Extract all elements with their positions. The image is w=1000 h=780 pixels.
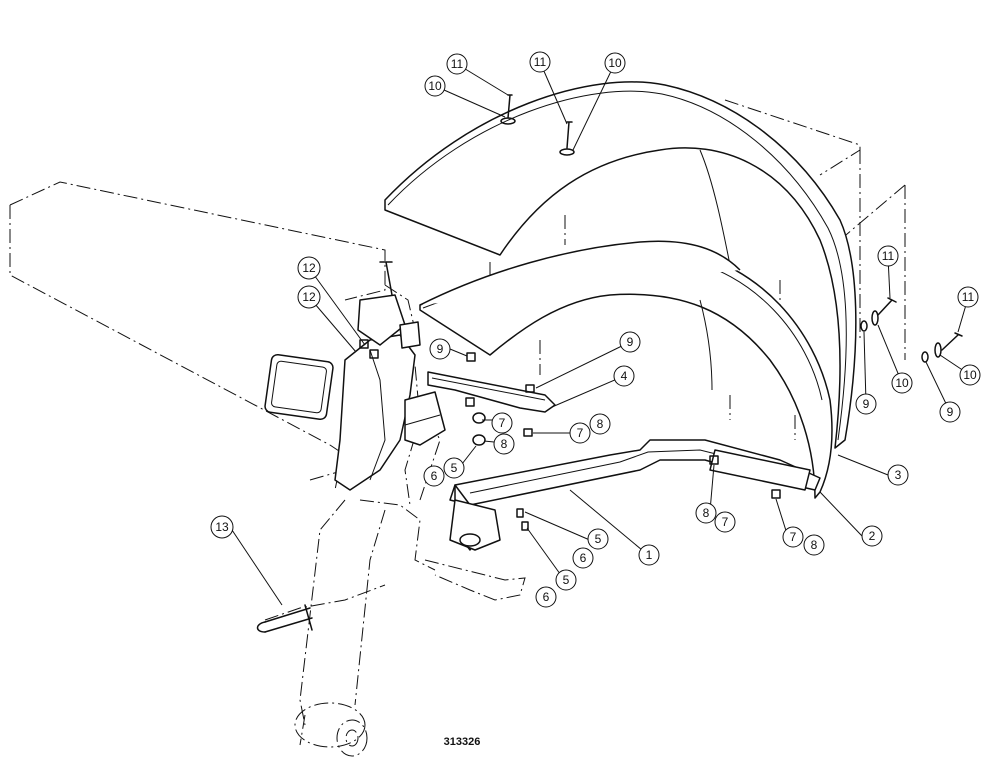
svg-text:11: 11 [451,57,464,71]
callout-7: 7 [569,422,591,444]
svg-text:1: 1 [646,548,653,562]
svg-text:8: 8 [501,437,508,451]
svg-text:7: 7 [499,416,506,430]
callout-1: 1 [638,544,660,566]
callout-5: 5 [555,569,577,591]
svg-text:8: 8 [597,417,604,431]
callout-6: 6 [535,586,557,608]
callout-10: 10 [959,364,981,386]
brace-strap [427,371,556,413]
svg-text:2: 2 [869,529,876,543]
svg-text:9: 9 [863,397,870,411]
svg-text:4: 4 [621,369,628,383]
svg-text:6: 6 [580,551,587,565]
svg-text:12: 12 [302,290,316,304]
drawing-number: 313326 [444,736,481,748]
callout-8: 8 [803,534,825,556]
svg-text:12: 12 [302,261,316,275]
svg-text:5: 5 [451,461,458,475]
svg-text:8: 8 [811,538,818,552]
svg-text:10: 10 [895,376,909,390]
callout-10: 10 [891,372,913,394]
svg-text:11: 11 [882,249,895,263]
bolts [379,94,963,351]
svg-text:8: 8 [703,506,710,520]
callout-7: 7 [782,526,804,548]
callout-9: 9 [619,331,641,353]
svg-text:7: 7 [722,515,729,529]
svg-text:11: 11 [962,290,975,304]
svg-text:6: 6 [431,469,438,483]
callout-12: 12 [297,256,321,280]
callout-5: 5 [587,528,609,550]
svg-text:9: 9 [947,405,954,419]
callout-8: 8 [695,502,717,524]
phantom-chute [9,181,386,456]
callout-5: 5 [443,457,465,479]
callout-13: 13 [210,515,234,539]
svg-text:10: 10 [608,56,622,70]
callout-11: 11 [957,286,979,308]
callout-10: 10 [424,75,446,97]
svg-text:13: 13 [215,520,229,534]
svg-text:9: 9 [437,342,444,356]
nuts [359,339,781,531]
svg-text:11: 11 [534,55,547,69]
callout-7: 7 [714,511,736,533]
clevis-pin [256,604,313,633]
svg-text:5: 5 [563,573,570,587]
inner-fender [419,240,833,499]
svg-text:10: 10 [428,79,442,93]
callout-7: 7 [491,412,513,434]
callout-9: 9 [855,393,877,415]
callout-8: 8 [589,413,611,435]
callout-11: 11 [529,51,551,73]
support-arm [449,439,821,551]
callout-12: 12 [297,285,321,309]
svg-text:6: 6 [543,590,550,604]
outer-fender [384,81,857,449]
callout-9: 9 [429,338,451,360]
mount-bracket [334,294,501,551]
callout-4: 4 [613,365,635,387]
callout-9: 9 [939,401,961,423]
washers [500,117,942,363]
svg-text:7: 7 [790,530,797,544]
callout-6: 6 [423,465,445,487]
svg-text:5: 5 [595,532,602,546]
callout-10: 10 [604,52,626,74]
svg-text:3: 3 [895,468,902,482]
callout-3: 3 [887,464,909,486]
callout-8: 8 [493,433,515,455]
callout-11: 11 [877,245,899,267]
svg-text:10: 10 [963,368,977,382]
callout-2: 2 [861,525,883,547]
svg-text:9: 9 [627,335,634,349]
svg-text:7: 7 [577,426,584,440]
callout-11: 11 [446,53,468,75]
callout-6: 6 [572,547,594,569]
